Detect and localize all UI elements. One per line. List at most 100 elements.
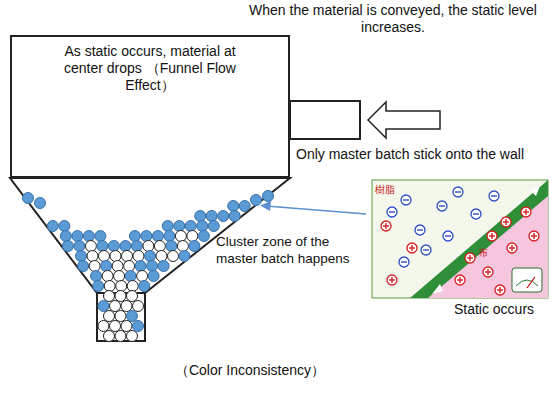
master-batch-pellet (98, 301, 109, 312)
master-batch-pellet (23, 193, 34, 204)
master-batch-pellet (120, 241, 131, 252)
master-batch-pellet (78, 261, 89, 272)
master-batch-pellet (179, 251, 190, 262)
master-batch-pellet (76, 251, 87, 262)
hopper-text: As static occurs, material at center dro… (50, 43, 250, 94)
charge-sign (403, 199, 409, 200)
positive-charge (487, 231, 497, 241)
master-batch-pellet (83, 231, 94, 242)
charge-sign (533, 233, 534, 239)
small-arrow (432, 284, 443, 294)
charge-sign (439, 205, 445, 206)
charge-sign (499, 287, 500, 293)
master-batch-pellet (189, 241, 200, 252)
positive-charge (483, 267, 493, 277)
master-batch-pellet (93, 281, 104, 292)
wall-band (410, 180, 548, 298)
negative-charge (453, 187, 463, 197)
resin-pellet (114, 271, 125, 282)
wall-region (428, 196, 548, 298)
master-batch-pellet (198, 231, 209, 242)
master-batch-pellet (141, 231, 152, 242)
negative-charge (421, 245, 431, 255)
charge-sign (417, 229, 423, 230)
resin-pellet (104, 311, 115, 322)
charge-sign (491, 233, 492, 239)
charge-sign (491, 195, 497, 196)
negative-charge (399, 257, 409, 267)
master-batch-pellet (239, 201, 250, 212)
resin-pellet (104, 281, 115, 292)
conveying-arrow (368, 102, 440, 138)
resin-pellet (177, 241, 188, 252)
inlet-tube (290, 101, 360, 139)
charge-sign (511, 245, 512, 251)
master-batch-pellet (158, 261, 169, 272)
resin-pellet (156, 251, 167, 262)
positive-charge (387, 275, 397, 285)
resin-pellet (187, 231, 198, 242)
negative-charge (443, 231, 453, 241)
master-batch-pellet (139, 281, 150, 292)
resin-pellet (87, 251, 98, 262)
resin-pellet (115, 331, 126, 342)
master-batch-pellet (133, 321, 144, 332)
resin-pellet (115, 311, 126, 322)
negative-charge (471, 209, 481, 219)
resin-pellet (110, 301, 121, 312)
resin-pellet (102, 271, 113, 282)
charge-sign (487, 269, 488, 275)
note-text: Static occurs (432, 301, 556, 318)
charge-sign (401, 261, 407, 262)
master-batch-pellet (91, 271, 102, 282)
resin-pellet (116, 281, 127, 292)
master-batch-pellet (97, 241, 108, 252)
resin-pellet (175, 231, 186, 242)
positive-charge (381, 221, 391, 231)
negative-charge (437, 201, 447, 211)
master-batch-pellet (251, 195, 262, 206)
master-batch-pellet (62, 241, 73, 252)
master-batch-pellet (164, 231, 175, 242)
meter-icon (512, 268, 542, 292)
charge-sign (525, 209, 526, 215)
resin-pellet (112, 261, 123, 272)
master-batch-pellet (108, 241, 119, 252)
positive-charge (501, 217, 511, 227)
resin-pellet (143, 241, 154, 252)
caption-text: （Color Inconsistency） (130, 362, 370, 379)
resin-pellet (110, 321, 121, 332)
master-batch-pellet (229, 211, 240, 222)
negative-charge (415, 225, 425, 235)
positive-charge (507, 243, 517, 253)
note-text: When the material is conveyed, the stati… (238, 2, 548, 36)
positive-charge (465, 253, 475, 263)
charge-sign (385, 223, 386, 229)
meter-needle (527, 277, 535, 288)
negative-charge (401, 195, 411, 205)
resin-pellet (110, 251, 121, 262)
master-batch-pellet (125, 271, 136, 282)
resin-pellet (104, 331, 115, 342)
master-batch-pellet (218, 211, 229, 222)
master-batch-pellet (228, 201, 239, 212)
master-batch-pellet (129, 231, 140, 242)
master-batch-pellet (101, 261, 112, 272)
pellets (23, 191, 274, 342)
master-batch-pellet (174, 221, 185, 232)
positive-charge (455, 275, 465, 285)
static-inset (372, 180, 548, 298)
master-batch-pellet (195, 211, 206, 222)
master-batch-pellet (148, 271, 159, 282)
resin-pellet (127, 281, 138, 292)
master-batch-pellet (47, 221, 58, 232)
master-batch-pellet (135, 261, 146, 272)
inset-label: 布 (478, 246, 498, 259)
resin-pellet (89, 261, 100, 272)
resin-pellet (121, 301, 132, 312)
note-text: Only master batch stick onto the wall (296, 146, 546, 163)
resin-pellet (115, 291, 126, 302)
charge-sign (459, 277, 460, 283)
master-batch-pellet (127, 311, 138, 322)
resin-pellet (133, 251, 144, 262)
